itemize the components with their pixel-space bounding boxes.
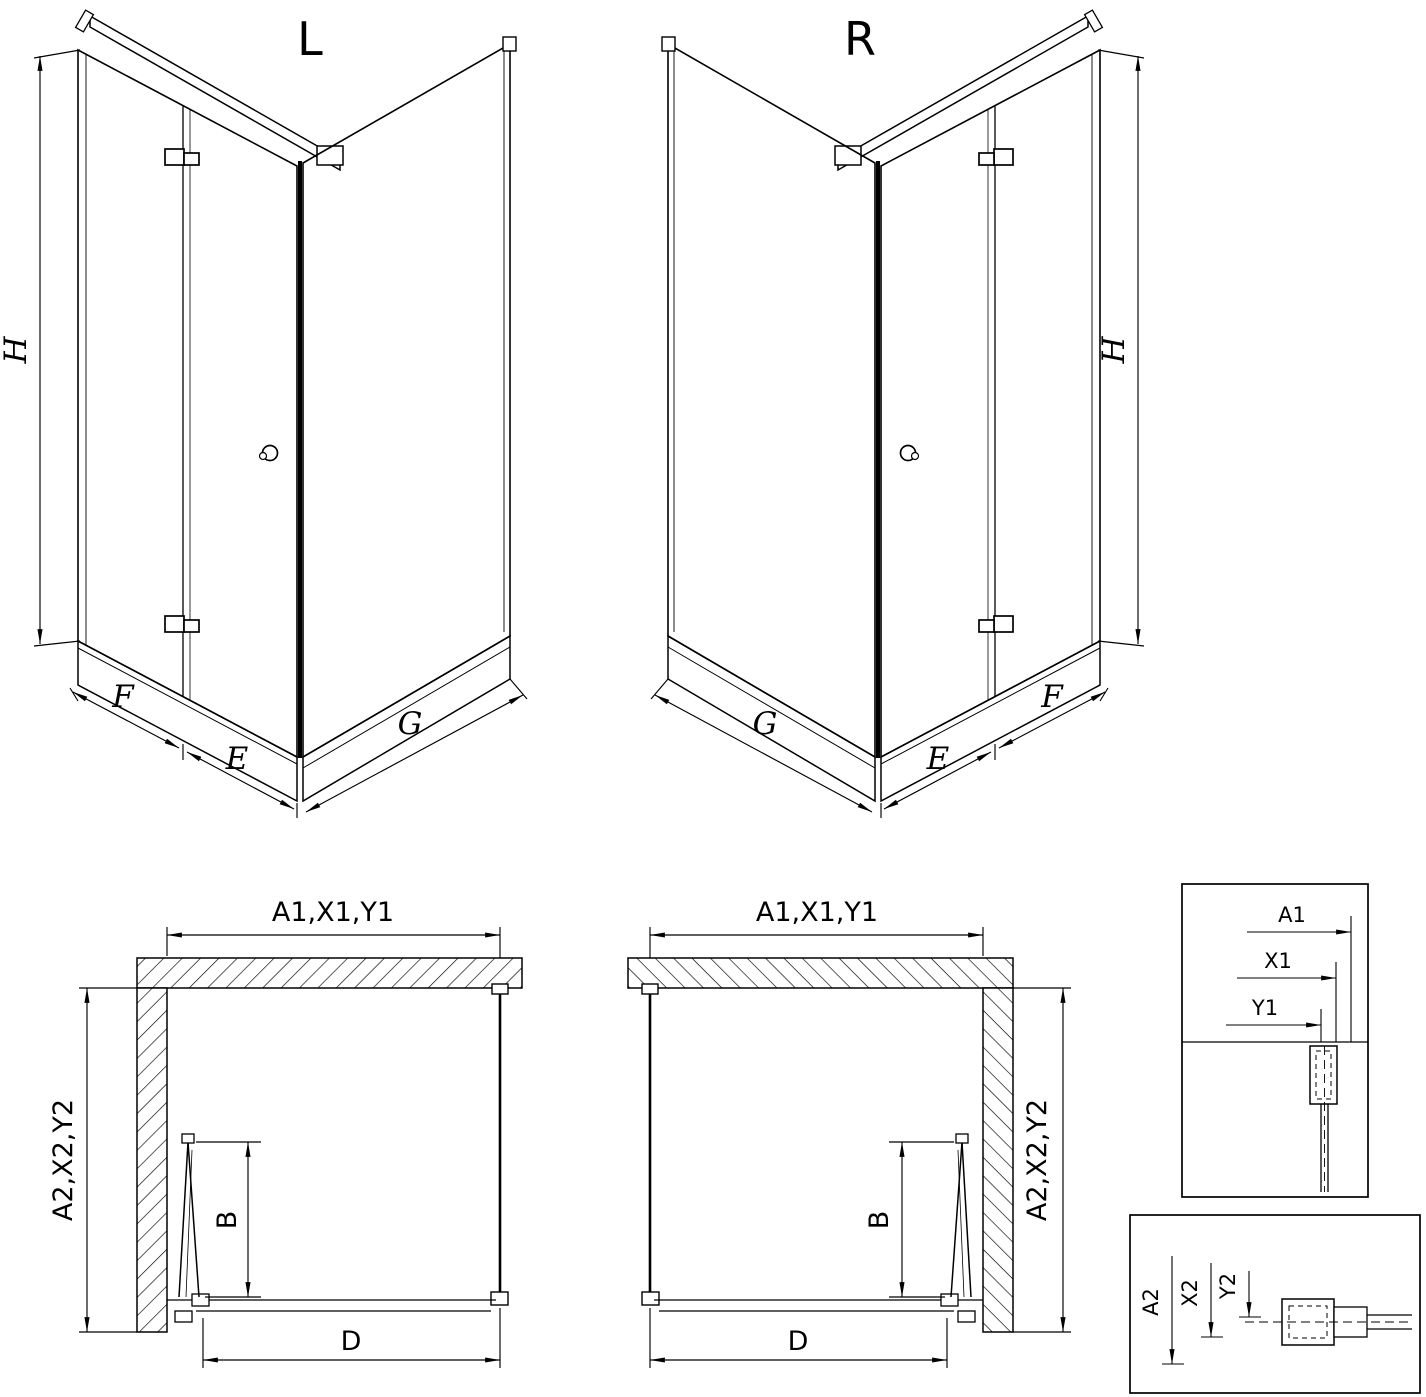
plan-view-right [628, 927, 1071, 1368]
detail-profile-bottom: A2 X2 Y2 [1129, 1214, 1421, 1394]
detail-profile-top: A1 X1 Y1 [1181, 883, 1369, 1198]
detail-bottom-dim-y2: Y2 [1216, 1273, 1240, 1300]
plan-left-dim-top: A1,X1,Y1 [272, 897, 394, 928]
iso-right-dim-h: H [1096, 336, 1132, 365]
wall-profile-section-top [1309, 1045, 1338, 1192]
plan-view-left [79, 927, 522, 1368]
detail-bottom-dim-x2: X2 [1178, 1279, 1202, 1307]
iso-right-dim-f: F [1040, 679, 1064, 715]
plan-left-dim-side: A2,X2,Y2 [48, 1099, 79, 1221]
plan-right-dim-side: A2,X2,Y2 [1022, 1099, 1053, 1221]
detail-top-frame [1181, 883, 1369, 1198]
plan-right-dim-d: D [788, 1326, 809, 1357]
detail-top-dim-y1: Y1 [1251, 996, 1278, 1020]
detail-bottom-dim-a2: A2 [1139, 1288, 1163, 1316]
iso-left-dim-e: E [225, 741, 249, 777]
detail-top-dim-x1: X1 [1264, 949, 1292, 973]
iso-right-dim-e: E [926, 741, 950, 777]
plan-left-dim-d: D [341, 1326, 362, 1357]
iso-left-dim-h: H [0, 336, 34, 365]
iso-left-dim-g: G [398, 706, 423, 742]
detail-bottom-frame [1129, 1214, 1421, 1394]
iso-view-left [34, 10, 527, 818]
iso-left-dim-f: F [111, 679, 135, 715]
iso-right-dim-g: G [753, 706, 778, 742]
iso-left-title: L [297, 12, 323, 66]
wall-profile-section-bottom [1245, 1298, 1412, 1346]
detail-top-dim-a1: A1 [1278, 903, 1306, 927]
iso-view-right [651, 10, 1144, 818]
plan-right-dim-top: A1,X1,Y1 [756, 897, 878, 928]
plan-right-dim-b: B [864, 1211, 895, 1230]
plan-left-dim-b: B [212, 1211, 243, 1230]
iso-right-title: R [844, 12, 876, 66]
